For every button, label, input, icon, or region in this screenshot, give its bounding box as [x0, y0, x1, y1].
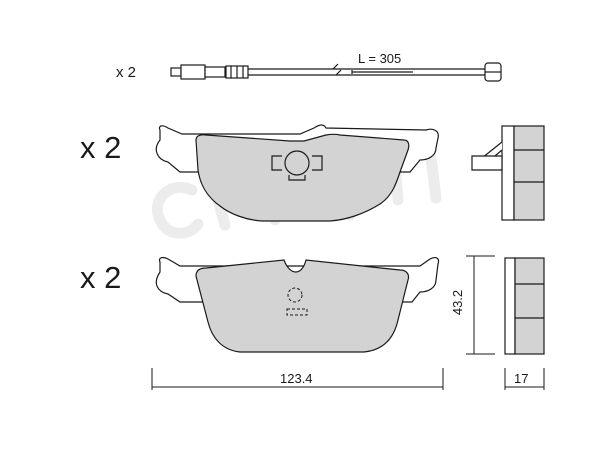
- upper-pad-side-view: [471, 125, 545, 221]
- thickness-dimension-label: 17: [514, 371, 529, 386]
- sensor-quantity-label: x 2: [116, 64, 137, 81]
- wear-sensor: [170, 62, 502, 82]
- sensor-body: [180, 64, 206, 80]
- upper-pad-clip: [271, 150, 323, 181]
- sensor-length-label: L = 305: [358, 51, 402, 66]
- lower-pad-markers: [286, 287, 308, 316]
- sensor-collar: [204, 66, 226, 78]
- lower-pad-side-view: [504, 257, 545, 355]
- upper-pad-quantity-label: x 2: [80, 130, 122, 165]
- width-dimension-label: 123.4: [280, 371, 313, 386]
- height-dimension-line: [466, 255, 495, 355]
- lower-pad-friction-material: [195, 259, 410, 353]
- sensor-tip: [170, 67, 182, 77]
- thickness-dimension-line: [504, 368, 545, 390]
- height-dimension-label: 43.2: [450, 289, 466, 316]
- width-dimension-line: [151, 368, 444, 390]
- upper-pad-friction-material: [195, 133, 410, 222]
- lower-pad-quantity-label: x 2: [80, 260, 122, 295]
